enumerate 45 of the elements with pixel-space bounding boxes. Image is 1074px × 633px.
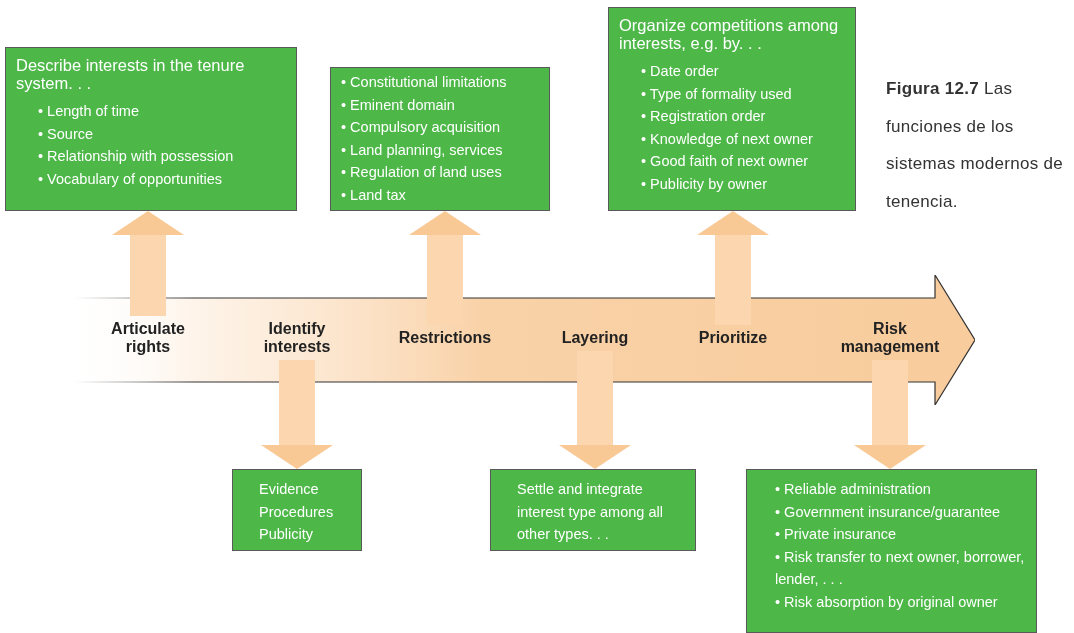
broad-arrow (559, 351, 631, 469)
panel-item: • Land planning, services (341, 140, 504, 160)
text-panel (490, 469, 696, 551)
panel-item: • Publicity by owner (640, 174, 768, 194)
panel-item: • Relationship with possession (37, 147, 235, 167)
broad-arrow (261, 360, 333, 469)
text-panel (746, 469, 1037, 633)
panel-item: • Risk transfer to next owner, borrower, lender, . . . (774, 547, 1026, 590)
text-panel (5, 47, 297, 211)
broad-arrow (409, 211, 481, 325)
panel-item: • Date order (640, 62, 720, 81)
stage-label: Prioritize (673, 329, 793, 347)
panel-item: • Government insurance/guarantee (774, 502, 1002, 522)
panel-heading: Organize competitions among interests, e.g. by. . . (619, 16, 840, 52)
panel-item: Settle and integrate interest type among all other types. . . (516, 480, 664, 545)
panel-item: • Vocabulary of opportunities (37, 169, 224, 189)
broad-arrow (697, 211, 769, 325)
panel-item: • Type of formality used (640, 84, 793, 104)
panel-item: • Private insurance (774, 525, 898, 545)
text-panel (608, 7, 856, 211)
panel-item: • Reliable administration (774, 480, 932, 499)
panel-item: • Knowledge of next owner (640, 129, 814, 149)
panel-item: • Land tax (341, 185, 407, 205)
panel-item: • Registration order (640, 107, 767, 127)
panel-item: • Good faith of next owner (640, 152, 810, 172)
panel-item: • Compulsory acquisition (341, 118, 501, 138)
panel-item: Evidence (258, 480, 320, 499)
broad-arrow (112, 211, 184, 316)
panel-item: • Constitutional limitations (341, 73, 508, 92)
panel-item: • Eminent domain (341, 95, 456, 115)
stage-label: Identify interests (237, 320, 357, 356)
stage-label: Risk management (830, 320, 950, 356)
panel-item: Publicity (258, 525, 314, 545)
panel-heading: Describe interests in the tenure system. . . (16, 56, 246, 92)
text-panel (232, 469, 362, 551)
stage-label: Restrictions (385, 329, 505, 347)
text-panel (330, 67, 550, 211)
stage-label: Layering (535, 329, 655, 347)
stage-label: Articulate rights (88, 320, 208, 356)
panel-item: • Source (37, 124, 95, 144)
panel-item: Procedures (258, 502, 335, 522)
panel-item: • Length of time (37, 102, 140, 121)
figure-caption: Figura 12.7 Las funciones de los sistemas modernos de tenencia. (886, 78, 1065, 213)
panel-item: • Regulation of land uses (341, 163, 503, 183)
panel-item: • Risk absorption by original owner (774, 592, 999, 612)
